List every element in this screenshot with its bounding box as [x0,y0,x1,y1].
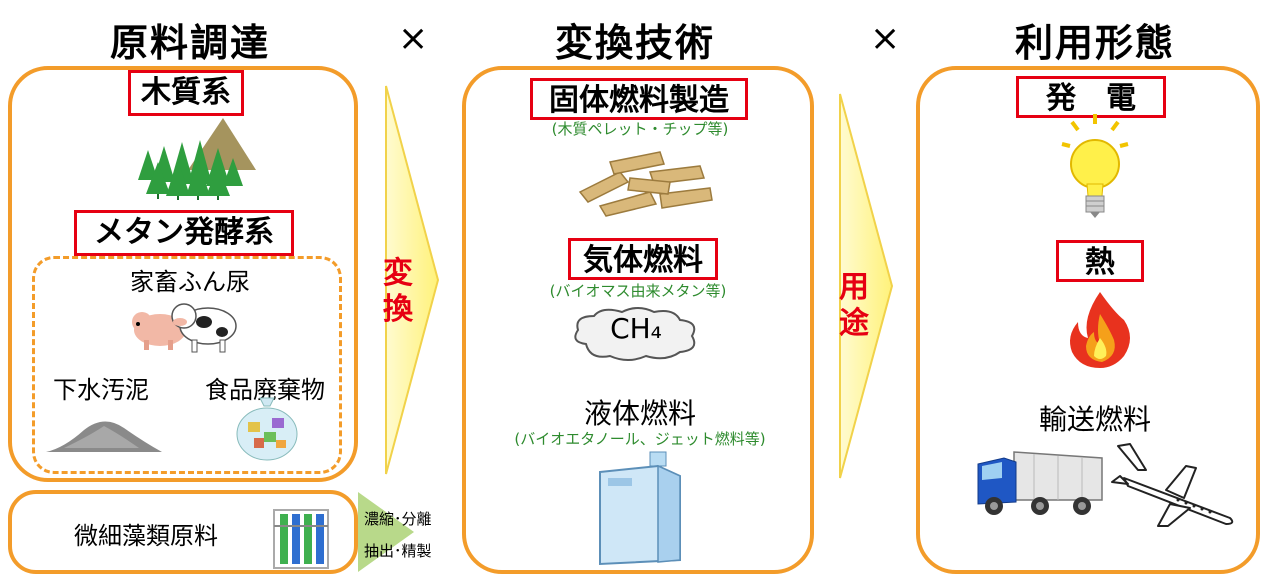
methane-label: メタン発酵系 [74,210,294,256]
fuel-tank-icon [599,451,681,566]
ch4-label: CH₄ [610,312,662,345]
liquid-fuel-note: (バイオエタノール、ジェット燃料等) [514,430,766,448]
forest-icon [138,118,256,200]
truck-icon [977,451,1103,515]
flame-icon [1070,292,1130,368]
convert-arrow [385,85,440,475]
sludge-pile-icon [46,421,162,452]
gas-fuel-label: 気体燃料 [568,238,718,280]
algae-label: 微細藻類原料 [74,522,218,550]
sewage-label: 下水汚泥 [53,376,149,404]
woody-label: 木質系 [128,70,244,116]
algae-process-text-1: 濃縮･分離 [364,510,432,528]
algae-tubes-icon [273,509,329,569]
source-panel [8,66,358,482]
transport-fuel-label: 輸送燃料 [1038,403,1151,436]
use-arrow [839,93,894,479]
convert-arrow-char-1: 変 [383,256,413,291]
jet-plane-icon [1111,443,1234,527]
light-bulb-icon [1061,114,1129,218]
power-label: 発 電 [1016,76,1166,118]
solid-fuel-label: 固体燃料製造 [530,78,748,120]
wood-chips-icon [578,151,713,217]
use-arrow-char-2: 途 [839,306,869,341]
ch4-cloud-icon [574,307,696,361]
source-title: 原料調達 [109,21,270,65]
heat-label: 熱 [1056,240,1144,282]
usage-title: 利用形態 [1014,21,1175,65]
algae-process-arrow [358,492,414,572]
use-arrow-char-1: 用 [839,270,869,305]
livestock-icon [132,303,237,353]
convert-arrow-char-2: 換 [383,292,413,327]
times-operator-2: × [870,18,901,59]
gas-fuel-note: (バイオマス由来メタン等) [549,282,727,300]
livestock-label: 家畜ふん尿 [130,268,250,296]
solid-fuel-note: (木質ペレット・チップ等) [551,120,729,138]
times-operator-1: × [398,18,429,59]
methane-dashed-box [32,256,342,474]
algae-process-text-2: 抽出･精製 [364,542,432,560]
food-waste-bag-icon [236,397,298,461]
conversion-title: 変換技術 [554,21,715,65]
liquid-fuel-label: 液体燃料 [583,397,696,430]
